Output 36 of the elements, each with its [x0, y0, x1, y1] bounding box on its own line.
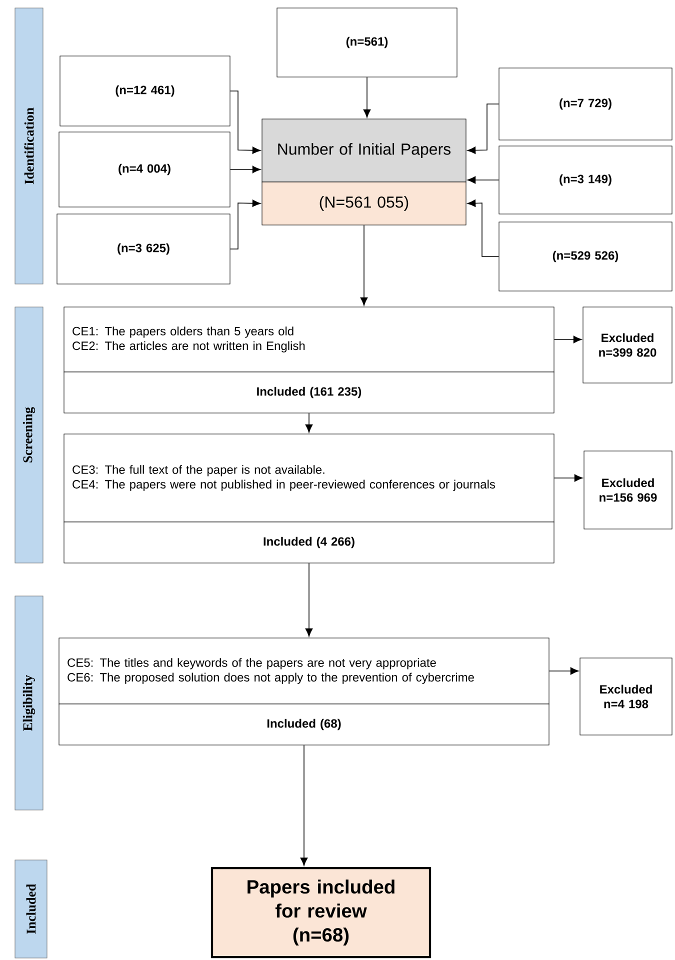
arrow [363, 76, 371, 118]
arrow [305, 562, 313, 637]
total-count-box: (N=561 055) [262, 182, 466, 226]
total-heading-box: Number of Initial Papers [262, 118, 466, 182]
arrow [230, 166, 261, 174]
arrow [305, 412, 313, 433]
included-box: Included (161 235) [64, 372, 554, 414]
stage-band: Eligibility [14, 596, 44, 810]
stage-band: Included [14, 860, 48, 958]
result-box: Papers included for review (n=68) [210, 866, 432, 958]
source-box: (n=7 729) [498, 68, 672, 140]
arrow [467, 200, 500, 257]
source-box: (n=3 625) [56, 214, 230, 284]
arrow [360, 224, 368, 306]
excluded-box: Excluded n=4 198 [580, 658, 672, 736]
criteria-box: CE5: The titles and keywords of the papers are not very appropriate CE6: The proposed solution does not apply to the prevention of cybercrime [58, 638, 550, 704]
arrow [548, 667, 579, 675]
source-box: (n=561) [276, 8, 458, 78]
criteria-box: CE1: The papers olders than 5 years old CE2: The articles are not written in English [64, 306, 554, 372]
included-box: Included (68) [58, 704, 550, 746]
arrow [300, 744, 308, 866]
excluded-box: Excluded n=156 969 [584, 450, 672, 530]
included-box: Included (4 266) [64, 522, 554, 564]
excluded-box: Excluded n=399 820 [582, 306, 672, 384]
arrow [554, 474, 583, 482]
arrow [230, 90, 261, 154]
arrow [467, 104, 500, 154]
source-box: (n=12 461) [60, 56, 230, 126]
arrow [554, 336, 582, 344]
arrow [230, 200, 261, 250]
source-box: (n=529 526) [498, 222, 672, 292]
source-box: (n=4 004) [58, 132, 230, 208]
stage-band: Identification [14, 8, 44, 284]
arrow [467, 176, 500, 184]
source-box: (n=3 149) [498, 146, 672, 214]
stage-band: Screening [14, 306, 44, 564]
